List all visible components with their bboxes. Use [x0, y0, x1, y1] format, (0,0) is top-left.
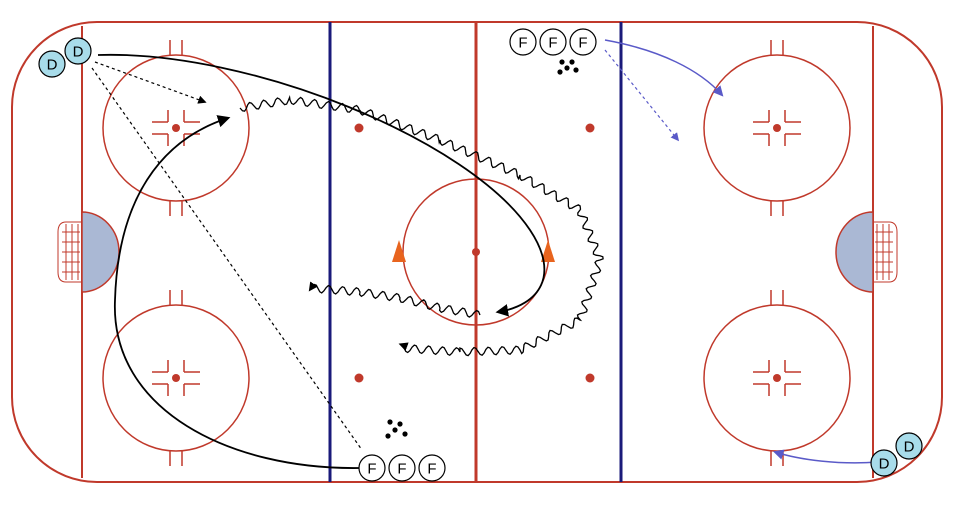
puck-carry-path-upper — [239, 95, 604, 357]
goal-net-right — [873, 221, 898, 283]
player-defense: D — [895, 432, 923, 460]
faceoff-circle-top-right — [703, 40, 851, 216]
player-forward: F — [539, 28, 567, 56]
puck-carry-path-middle — [308, 281, 481, 318]
puck-pile-icon — [557, 59, 579, 75]
neutral-dot-bl — [354, 373, 364, 383]
neutral-dot-tl — [354, 123, 364, 133]
puck-pile-icon — [385, 419, 408, 439]
faceoff-circle-top-left — [102, 40, 250, 216]
faceoff-circle-bottom-left — [102, 290, 250, 466]
svg-text:F: F — [367, 461, 376, 478]
orange-arrow-right — [541, 240, 555, 262]
pass-arrow-bottom-d — [772, 449, 879, 464]
player-defense: D — [38, 50, 66, 78]
player-forward: F — [569, 28, 597, 56]
pass-line-top-f-dashed — [604, 49, 680, 142]
svg-text:D: D — [47, 57, 58, 74]
center-ice-dot — [472, 248, 480, 256]
pass-line-d-to-circle — [94, 61, 207, 104]
player-forward: F — [509, 28, 537, 56]
player-forward: F — [358, 454, 386, 482]
svg-text:F: F — [427, 461, 436, 478]
neutral-dot-tr — [585, 123, 595, 133]
svg-text:D: D — [904, 439, 915, 456]
goal-net-left — [57, 221, 82, 283]
skate-path-bottom-f — [114, 115, 361, 469]
skate-path-top-d — [97, 53, 546, 317]
svg-text:F: F — [397, 461, 406, 478]
svg-text:D: D — [879, 456, 890, 473]
player-forward: F — [418, 454, 446, 482]
player-defense: D — [870, 449, 898, 477]
svg-text:F: F — [518, 35, 527, 52]
player-defense: D — [64, 37, 92, 65]
orange-arrow-left — [392, 240, 406, 262]
pass-arrow-top-f — [604, 39, 724, 97]
player-forward: F — [388, 454, 416, 482]
svg-text:F: F — [548, 35, 557, 52]
goal-crease-right — [835, 211, 874, 293]
svg-text:F: F — [578, 35, 587, 52]
neutral-dot-br — [585, 373, 595, 383]
svg-text:D: D — [73, 44, 84, 61]
